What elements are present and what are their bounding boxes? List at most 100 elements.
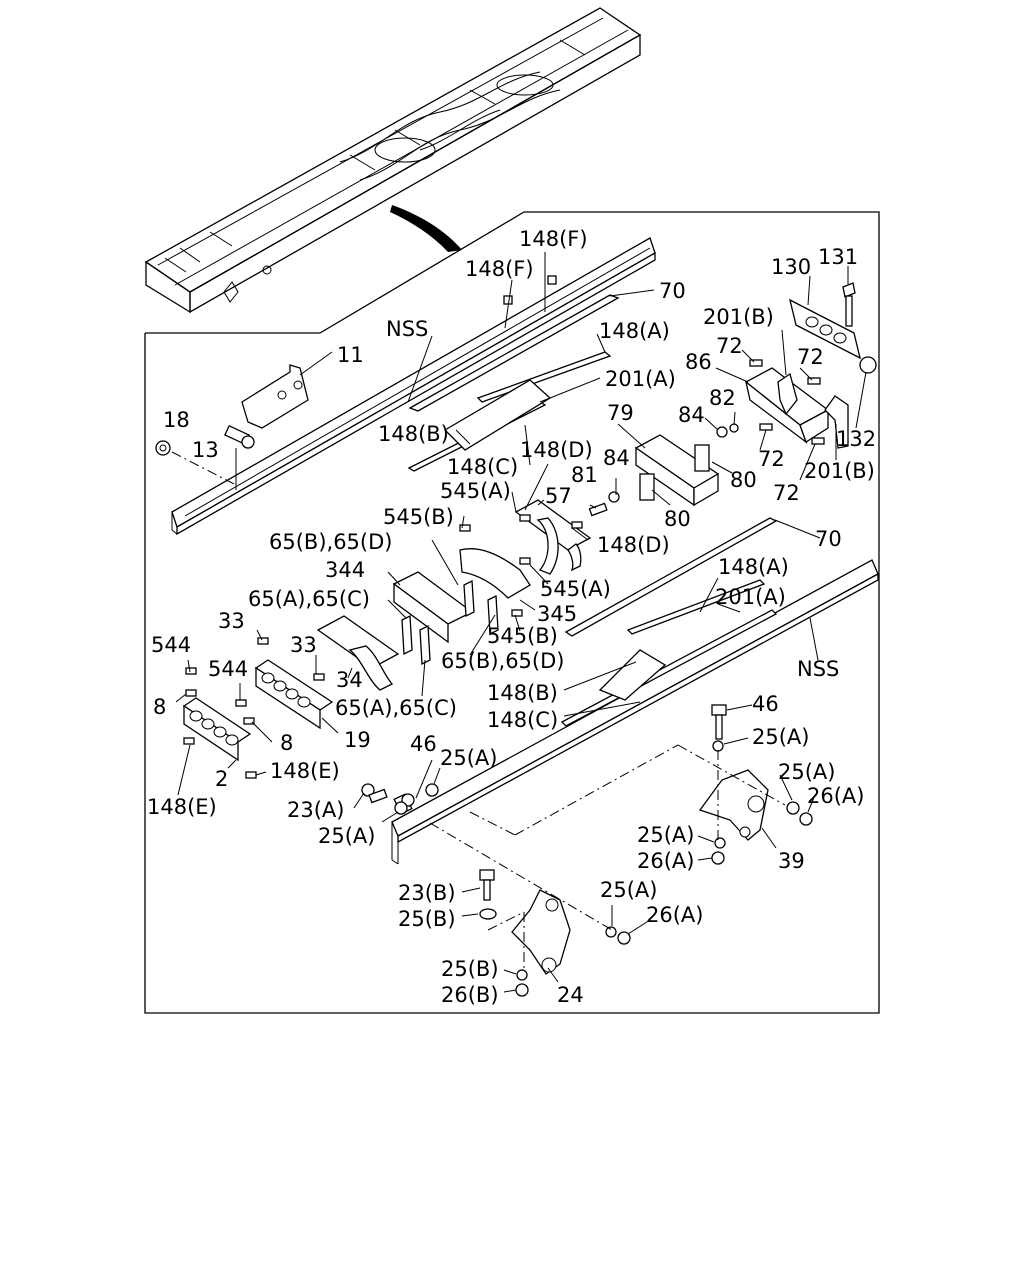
label-148c-mid: 148(C) [487, 708, 558, 732]
bracket-11 [241, 364, 309, 429]
label-70-mid: 70 [815, 527, 842, 551]
label-65ac-a: 65(A),65(C) [248, 587, 370, 611]
label-544-a: 544 [151, 633, 191, 657]
bolt-13 [224, 424, 255, 449]
washer-84-upper [716, 426, 728, 438]
label-148a-top: 148(A) [599, 319, 670, 343]
label-84-b: 84 [678, 403, 705, 427]
nut-26a-r2 [711, 851, 725, 865]
label-72-b: 72 [797, 345, 824, 369]
nut-26a-f1 [617, 931, 631, 945]
liner-148a-upper [476, 351, 612, 403]
label-13: 13 [192, 438, 219, 462]
washer-25b-bottom [516, 969, 528, 981]
label-81: 81 [571, 463, 598, 487]
label-344: 344 [325, 558, 365, 582]
label-24: 24 [557, 983, 584, 1007]
label-80-a: 80 [730, 468, 757, 492]
label-131: 131 [818, 245, 858, 269]
bracket-132 [824, 395, 849, 449]
label-84-a: 84 [603, 446, 630, 470]
label-18: 18 [163, 408, 190, 432]
crossmember-57 [514, 499, 592, 575]
label-545a-a: 545(A) [440, 479, 511, 503]
label-201b-a: 201(B) [703, 305, 774, 329]
label-345: 345 [537, 602, 577, 626]
liner-148a-lower [626, 579, 766, 635]
label-82: 82 [709, 386, 736, 410]
label-148f-mid: 148(F) [465, 257, 534, 281]
view-arrow [390, 205, 462, 252]
label-545b-b: 545(B) [487, 624, 558, 648]
label-70-top: 70 [659, 279, 686, 303]
label-72-c: 72 [758, 447, 785, 471]
label-80-b: 80 [664, 507, 691, 531]
label-39: 39 [778, 849, 805, 873]
label-25a-3: 25(A) [637, 823, 694, 847]
label-148c-top: 148(C) [447, 455, 518, 479]
label-26a-3: 26(A) [646, 903, 703, 927]
washer-25b-top [479, 908, 497, 920]
label-25b-1: 25(B) [398, 907, 456, 931]
bolt-23b [479, 869, 495, 901]
label-26b: 26(B) [441, 983, 499, 1007]
label-148b-mid: 148(B) [487, 681, 558, 705]
label-132: 132 [836, 427, 876, 451]
label-148e-b: 148(E) [147, 795, 217, 819]
bracket-80 [639, 444, 710, 501]
label-2: 2 [215, 767, 228, 791]
label-26a-2: 26(A) [637, 849, 694, 873]
label-26a-1: 26(A) [807, 784, 864, 808]
bolt-23a [361, 783, 388, 804]
crossmember-2 [182, 697, 252, 762]
overview-chassis-frame [144, 7, 642, 314]
upper-side-rail [171, 237, 656, 536]
alignment-lines [429, 744, 786, 970]
label-25a-2: 25(A) [778, 760, 835, 784]
label-34: 34 [336, 668, 363, 692]
washer-25a-f3 [394, 801, 408, 815]
washer-25a-f2 [425, 783, 439, 797]
label-25a-4: 25(A) [440, 746, 497, 770]
label-148b-top: 148(B) [378, 422, 449, 446]
label-19: 19 [344, 728, 371, 752]
spring-bracket-24 [511, 889, 571, 975]
crossmember-34 [316, 615, 400, 691]
label-57: 57 [545, 484, 572, 508]
liner-70-lower [564, 517, 778, 637]
lower-side-rail [391, 559, 879, 865]
label-86: 86 [685, 350, 712, 374]
nut-26b [515, 983, 529, 997]
label-201b-b: 201(B) [804, 459, 875, 483]
label-130: 130 [771, 255, 811, 279]
label-79: 79 [607, 401, 634, 425]
label-65ac-b: 65(A),65(C) [335, 696, 457, 720]
crossmember-344-345 [392, 548, 531, 644]
spring-bracket-39 [698, 769, 769, 841]
nut-82 [729, 423, 739, 433]
label-72-d: 72 [773, 481, 800, 505]
label-23a: 23(A) [287, 798, 344, 822]
label-148a-mid: 148(A) [718, 555, 789, 579]
shims [183, 275, 825, 779]
label-148d-a: 148(D) [520, 438, 593, 462]
label-46-a: 46 [752, 692, 779, 716]
label-33-a: 33 [218, 609, 245, 633]
label-201a-top: 201(A) [605, 367, 676, 391]
callout-labels: 148(F) 148(F) 70 NSS 148(A) 11 201(A) 18… [147, 227, 876, 1007]
nut-132-washer [859, 356, 877, 374]
label-46-b: 46 [410, 732, 437, 756]
label-25a-1: 25(A) [752, 725, 809, 749]
plate-130 [789, 298, 861, 360]
reinforcement-201a-lower [560, 609, 778, 727]
leader-lines [175, 252, 867, 993]
label-148f-top: 148(F) [519, 227, 588, 251]
label-65bd-b: 65(B),65(D) [441, 649, 564, 673]
label-25a-5: 25(A) [318, 824, 375, 848]
label-545a-b: 545(A) [540, 577, 611, 601]
label-544-b: 544 [208, 657, 248, 681]
label-nss-mid: NSS [797, 657, 839, 681]
label-8-a: 8 [153, 695, 166, 719]
label-148e-a: 148(E) [270, 759, 340, 783]
